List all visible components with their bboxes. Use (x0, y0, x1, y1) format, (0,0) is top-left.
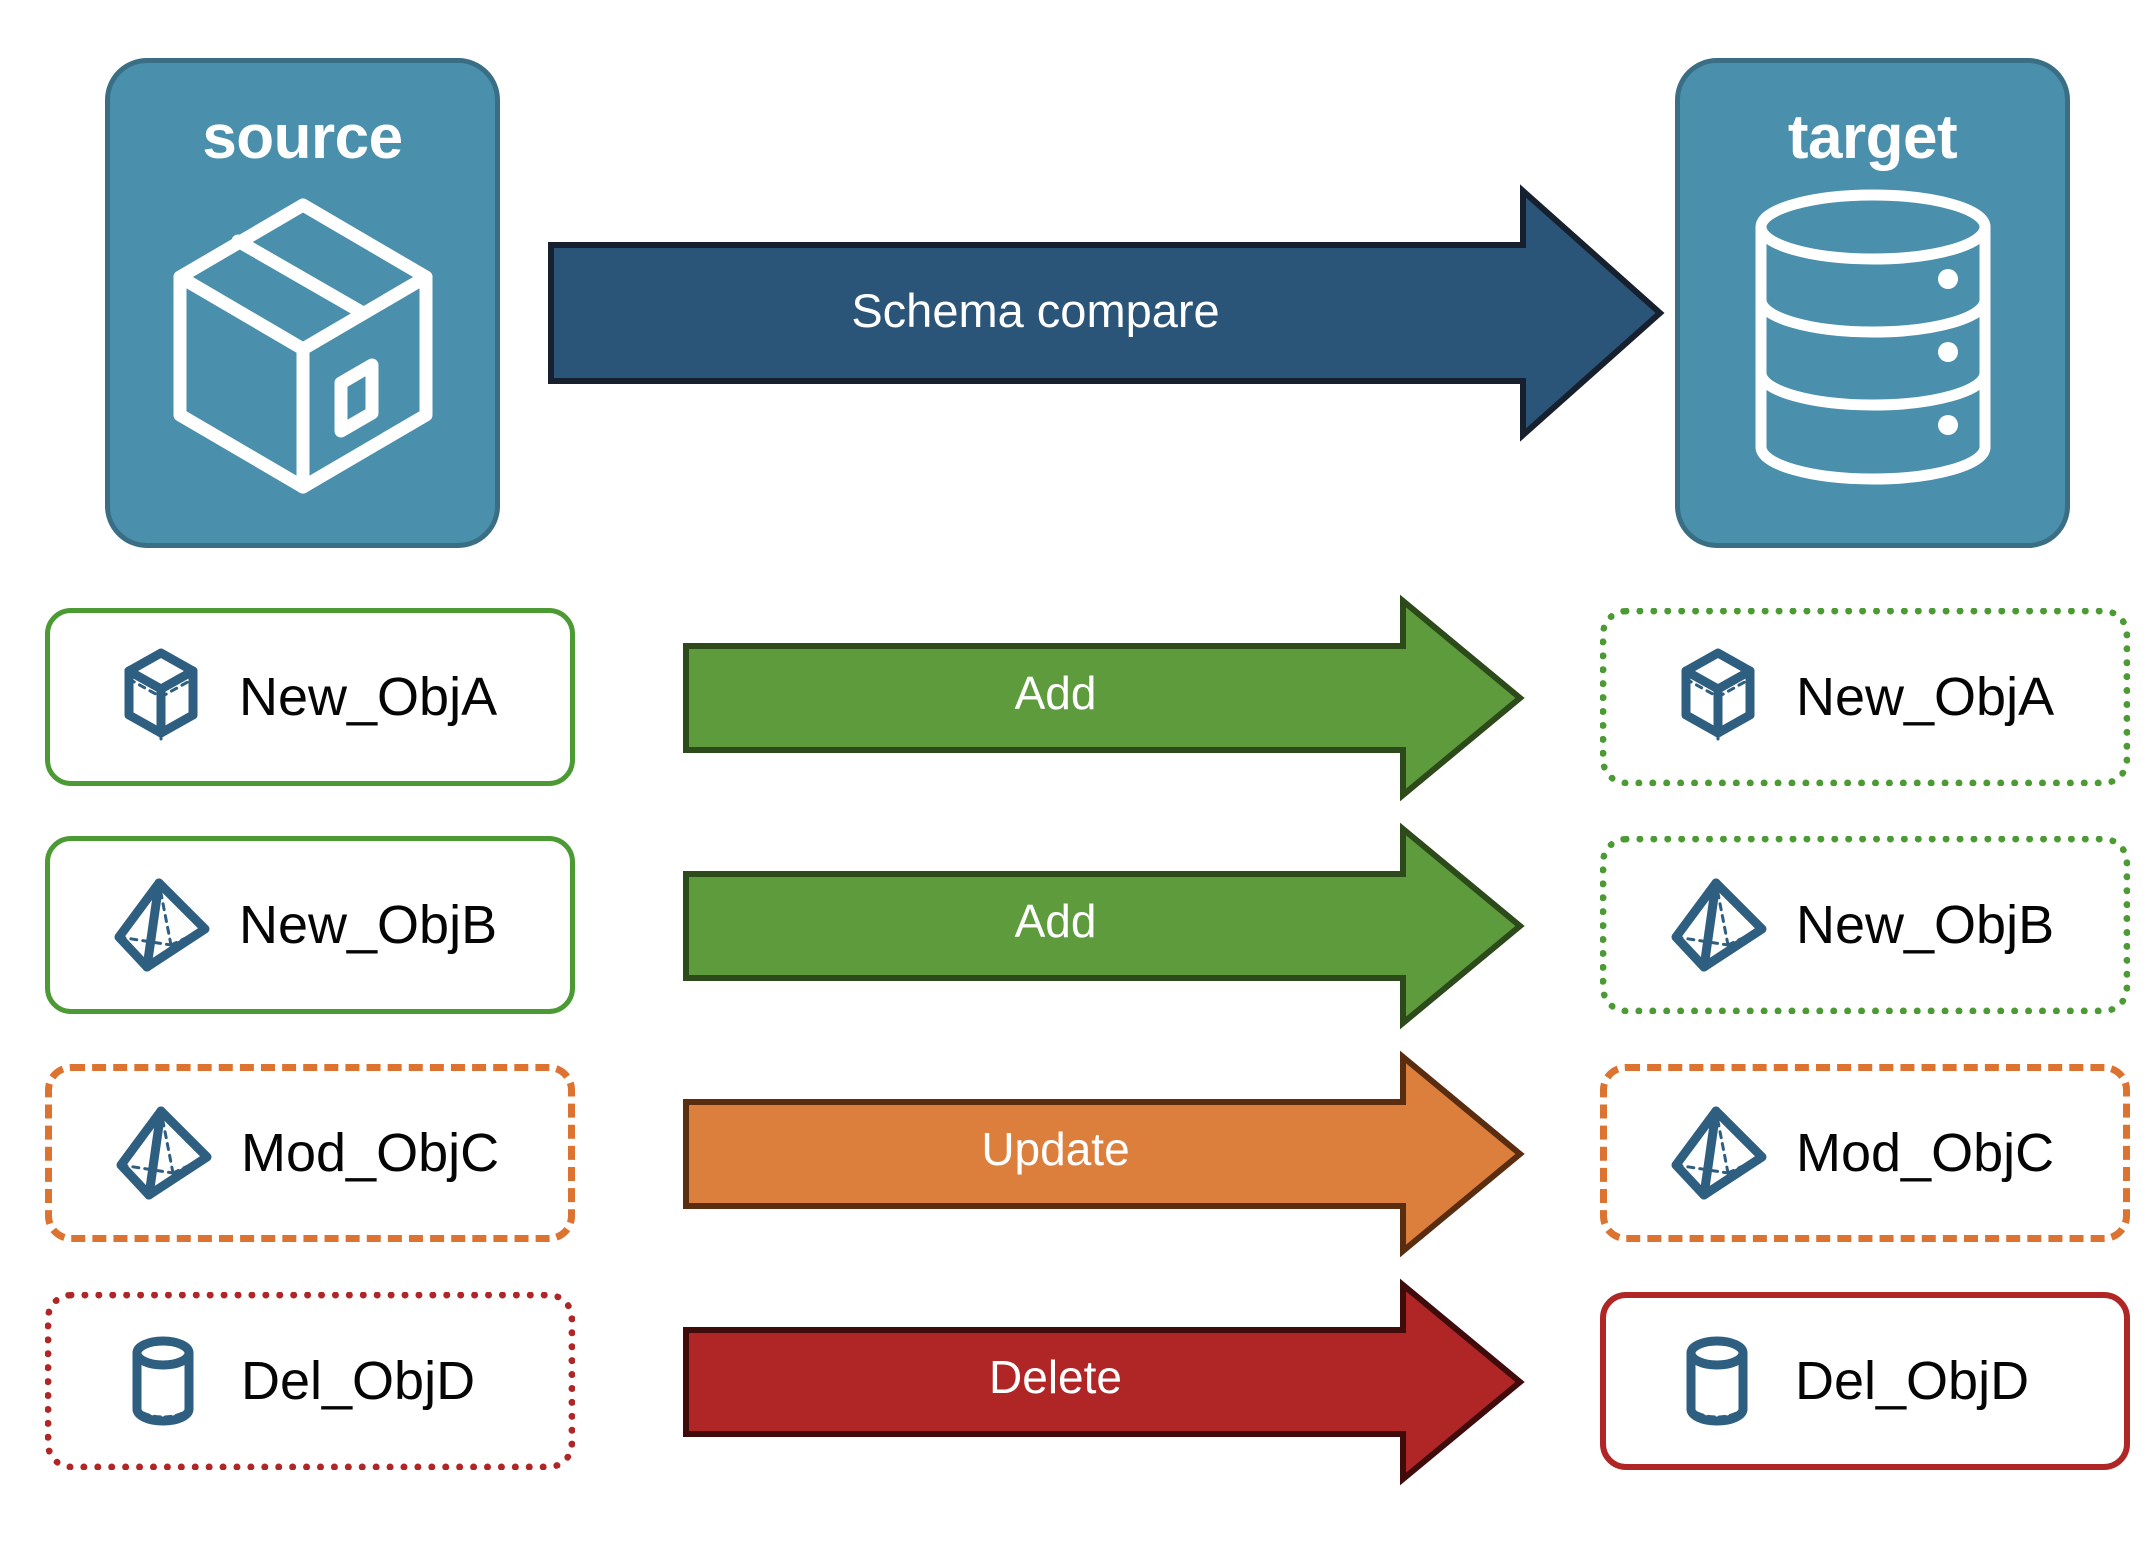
source-endpoint-card: source (105, 58, 500, 548)
add-action-arrow-shape (683, 594, 1525, 802)
target-title: target (1787, 103, 1958, 172)
source-object-label: New_ObjA (239, 667, 498, 727)
target-object-card[interactable]: New_ObjB (1600, 836, 2130, 1014)
target-object-label: New_ObjB (1796, 895, 2055, 955)
database-cylinder-icon (1748, 187, 1998, 487)
wireframe-pyramid-icon (107, 1101, 219, 1205)
delete-action-arrow-shape (683, 1278, 1525, 1486)
package-cube-icon (158, 187, 448, 494)
target-object-card[interactable]: Del_ObjD (1600, 1292, 2130, 1470)
add-action-arrow-shape (683, 822, 1525, 1030)
wireframe-cylinder-icon (107, 1329, 219, 1433)
source-object-card[interactable]: New_ObjA (45, 608, 575, 786)
schema-compare-arrow-shape (548, 184, 1665, 442)
source-title: source (202, 103, 403, 172)
add-action-arrow: Add (683, 822, 1525, 1030)
source-object-label: New_ObjB (239, 895, 498, 955)
target-object-label: Mod_ObjC (1796, 1123, 2055, 1183)
target-object-card[interactable]: Mod_ObjC (1600, 1064, 2130, 1242)
add-action-arrow: Add (683, 594, 1525, 802)
wireframe-pyramid-icon (1662, 1101, 1774, 1205)
target-endpoint-card: target (1675, 58, 2070, 548)
schema-compare-arrow: Schema compare (548, 184, 1665, 442)
source-object-label: Del_ObjD (241, 1351, 476, 1411)
source-object-card[interactable]: New_ObjB (45, 836, 575, 1014)
wireframe-cube-icon (1662, 645, 1774, 749)
update-action-arrow: Update (683, 1050, 1525, 1258)
wireframe-pyramid-icon (105, 873, 217, 977)
delete-action-arrow: Delete (683, 1278, 1525, 1486)
update-action-arrow-shape (683, 1050, 1525, 1258)
target-object-label: Del_ObjD (1795, 1351, 2030, 1411)
target-object-card[interactable]: New_ObjA (1600, 608, 2130, 786)
source-object-card[interactable]: Mod_ObjC (45, 1064, 575, 1242)
source-object-card[interactable]: Del_ObjD (45, 1292, 575, 1470)
source-object-label: Mod_ObjC (241, 1123, 500, 1183)
wireframe-cube-icon (105, 645, 217, 749)
target-object-label: New_ObjA (1796, 667, 2055, 727)
wireframe-cylinder-icon (1661, 1329, 1773, 1433)
wireframe-pyramid-icon (1662, 873, 1774, 977)
